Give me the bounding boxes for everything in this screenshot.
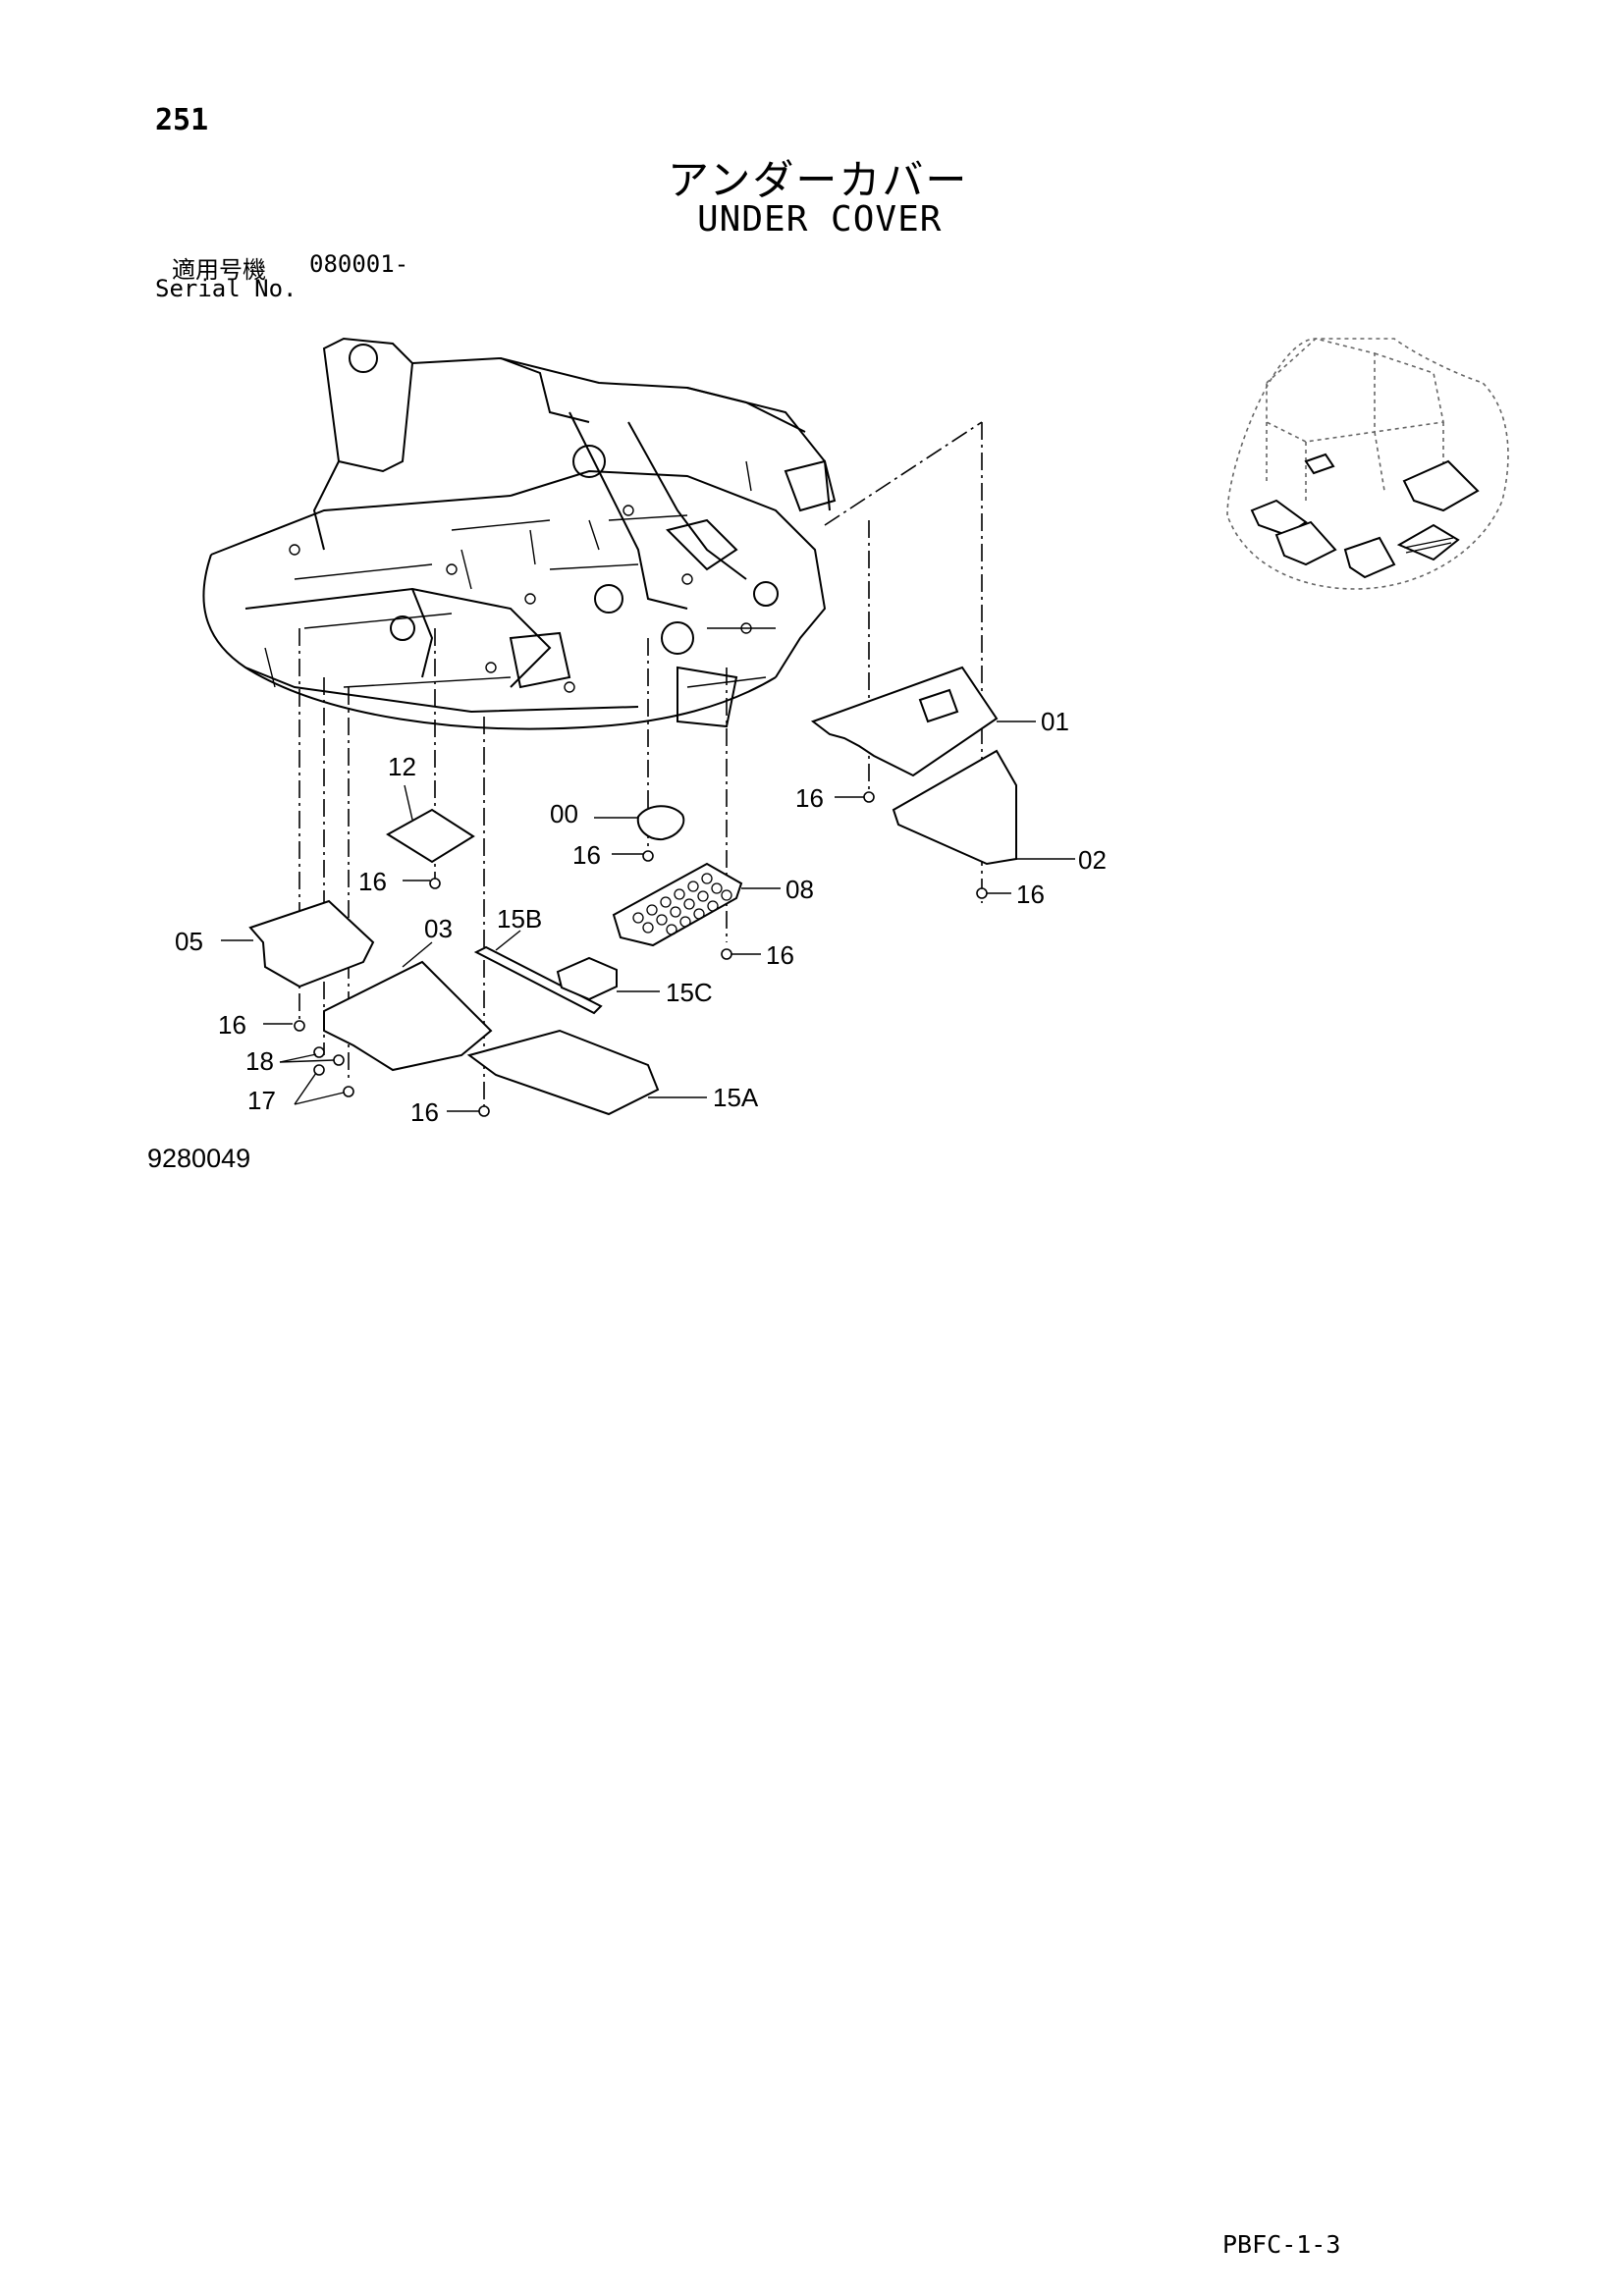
part-05-cover <box>248 899 375 988</box>
part-01-cover <box>810 666 999 777</box>
callout-03: 03 <box>424 914 453 943</box>
location-inset-view <box>1226 338 1509 590</box>
page-title-japanese: アンダーカバー <box>668 157 969 203</box>
callout-16: 16 <box>358 867 387 896</box>
bolt-markers <box>294 791 988 1117</box>
callout-16: 16 <box>410 1097 439 1127</box>
page-number: 251 <box>155 103 209 137</box>
callout-01: 01 <box>1041 707 1069 736</box>
callout-17: 17 <box>247 1086 276 1115</box>
callout-12: 12 <box>388 752 416 781</box>
callout-16: 16 <box>218 1010 246 1040</box>
serial-label-japanese: 適用号機 <box>172 256 266 284</box>
callout-16: 16 <box>1016 880 1045 909</box>
callout-15b: 15B <box>497 904 542 934</box>
callout-16: 16 <box>766 940 794 970</box>
part-15b-rail <box>473 945 603 1015</box>
callout-05: 05 <box>175 927 203 956</box>
callout-16: 16 <box>795 783 824 813</box>
part-15a-cover <box>466 1029 660 1116</box>
callout-15a: 15A <box>713 1083 759 1112</box>
serial-label-english: Serial No. <box>155 275 298 302</box>
part-03-cover <box>323 960 493 1072</box>
callout-08: 08 <box>785 875 814 904</box>
part-12-plate <box>386 808 475 864</box>
leader-lines <box>221 721 1075 1112</box>
callout-18: 18 <box>245 1046 274 1076</box>
page-title-english: UNDER COVER <box>697 199 943 240</box>
callout-00: 00 <box>550 799 578 828</box>
revolving-frame-drawing <box>202 337 837 730</box>
callout-16: 16 <box>572 840 601 870</box>
part-08-perforated-cover <box>612 862 743 947</box>
part-15c-block <box>556 956 618 1001</box>
serial-number-value: 080001- <box>309 250 409 278</box>
callout-15c: 15C <box>666 978 713 1007</box>
part-00-cap <box>636 805 685 841</box>
figure-number: 9280049 <box>147 1144 251 1173</box>
callout-02: 02 <box>1078 845 1107 875</box>
footer-code: PBFC-1-3 <box>1222 2230 1341 2259</box>
